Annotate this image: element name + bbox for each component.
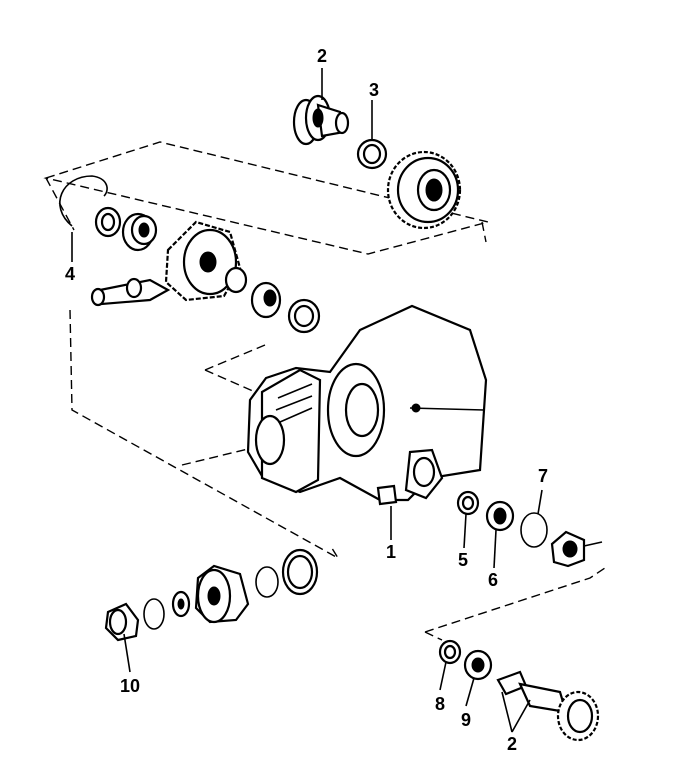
- part-pinion-nut: [171, 590, 191, 618]
- callout-4: 4: [65, 264, 75, 284]
- leader-9: [465, 677, 475, 707]
- frame-mid-lower: [181, 447, 253, 466]
- callout-1: 1: [386, 542, 396, 562]
- part-pinion-gear: [518, 682, 600, 742]
- frame-top: [43, 141, 489, 255]
- part-snap-ring-4: [59, 175, 108, 227]
- part-ring-gear: [386, 150, 462, 230]
- callout-3: 3: [369, 80, 379, 100]
- frame-mid-upper: [204, 344, 266, 371]
- part-bearing-6: [485, 500, 515, 532]
- frame-mid-upper-2: [204, 369, 263, 396]
- part-seal-5: [456, 490, 480, 516]
- callout-8: 8: [435, 694, 445, 714]
- part-seal-top: [356, 138, 388, 170]
- callout-10: 10: [120, 676, 140, 696]
- callout-9: 9: [461, 710, 471, 730]
- frame-bottom-right: [424, 567, 606, 633]
- callout-5: 5: [458, 550, 468, 570]
- leader-10: [123, 633, 131, 673]
- part-bearing-cup-right: [287, 298, 321, 334]
- leader-8: [439, 661, 447, 691]
- frame-bottom-right-2: [424, 631, 443, 641]
- part-ring-large: [281, 548, 319, 596]
- part-washer-lower: [143, 598, 165, 630]
- leader-7: [537, 489, 543, 515]
- part-side-cover: [550, 530, 603, 568]
- part-bearing-cone-left: [121, 212, 158, 252]
- callout-6: 6: [488, 570, 498, 590]
- frame-top-right-tail: [481, 221, 487, 243]
- part-pinion-flange: [194, 564, 250, 624]
- callout-7: 7: [538, 466, 548, 486]
- reference-frames: [43, 141, 606, 641]
- part-pinion-spacer: [496, 670, 528, 696]
- part-seal-10: [104, 602, 140, 642]
- frame-left-lower: [69, 309, 340, 560]
- part-differential-carrier: [90, 220, 248, 307]
- part-flange-top: [292, 94, 350, 146]
- part-bearing-cone-right: [250, 281, 282, 319]
- part-bearing-9: [463, 649, 493, 681]
- leader-5: [463, 513, 467, 549]
- part-seal-8: [438, 639, 462, 665]
- callout-labels: 2 3 4 1 5 6 7 8 9 10 2: [65, 46, 548, 754]
- part-bearing-cup-left: [94, 206, 122, 238]
- leader-lines: [71, 68, 543, 733]
- part-differential-housing: [246, 304, 488, 506]
- part-o-ring-7: [520, 512, 548, 548]
- leader-6: [493, 529, 497, 569]
- callout-2-top: 2: [317, 46, 327, 66]
- part-ring-small: [255, 566, 279, 598]
- callout-2-bottom: 2: [507, 734, 517, 754]
- leader-2-bottom: [501, 691, 531, 733]
